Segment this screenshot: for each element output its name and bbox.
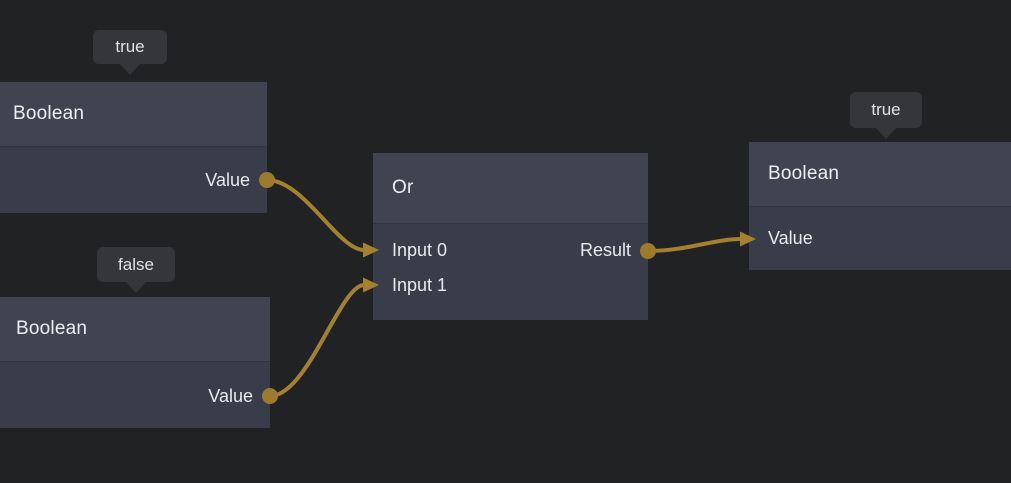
badge-pointer-icon — [120, 64, 140, 75]
input-port-row-1[interactable]: Input 1 — [373, 268, 514, 303]
node-header[interactable]: Or — [373, 153, 648, 223]
output-port-label: Result — [579, 240, 632, 260]
output-port-row[interactable]: Value — [0, 163, 267, 198]
badge-text: true — [871, 100, 901, 119]
output-port-label: Value — [208, 386, 253, 406]
input-port-row-0[interactable]: Input 0 — [373, 233, 514, 268]
badge-bubble: true — [93, 30, 167, 64]
node-body: Input 0 Input 1 Result — [373, 223, 648, 320]
wire-or-to-boolean3-value[interactable] — [646, 237, 743, 253]
badge-bubble: false — [97, 247, 175, 282]
badge-bubble: true — [850, 92, 922, 128]
node-boolean3[interactable]: Boolean Value — [749, 142, 1011, 270]
input-port-label: Value — [768, 228, 813, 248]
node-header[interactable]: Boolean — [0, 297, 270, 361]
value-badge-boolean2: false — [97, 247, 175, 293]
input-port-label: Input 0 — [392, 240, 448, 260]
node-body: Value — [0, 146, 267, 213]
node-title: Boolean — [13, 103, 85, 124]
node-or[interactable]: Or Input 0 Input 1 Result — [373, 153, 648, 320]
node-title: Boolean — [16, 318, 88, 339]
badge-pointer-icon — [876, 128, 896, 139]
value-badge-boolean1: true — [93, 30, 167, 75]
node-title: Boolean — [768, 163, 840, 184]
input-port-row[interactable]: Value — [749, 221, 1011, 256]
node-body: Value — [0, 361, 270, 428]
node-boolean2[interactable]: Boolean Value — [0, 297, 270, 428]
node-title: Or — [392, 177, 414, 198]
wire-boolean1-to-or-input0[interactable] — [265, 178, 366, 252]
input-port-label: Input 1 — [392, 275, 448, 295]
node-body: Value — [749, 206, 1011, 270]
badge-text: false — [118, 254, 154, 274]
badge-text: true — [115, 37, 145, 56]
wire-boolean2-to-or-input1[interactable] — [268, 283, 366, 398]
node-header[interactable]: Boolean — [0, 82, 267, 146]
node-boolean1[interactable]: Boolean Value — [0, 82, 267, 213]
output-port-label: Value — [205, 170, 250, 190]
output-port-row[interactable]: Value — [0, 379, 270, 414]
value-badge-boolean3: true — [850, 92, 922, 139]
output-port-row[interactable]: Result — [514, 233, 649, 268]
badge-pointer-icon — [126, 282, 146, 293]
node-header[interactable]: Boolean — [749, 142, 1011, 206]
